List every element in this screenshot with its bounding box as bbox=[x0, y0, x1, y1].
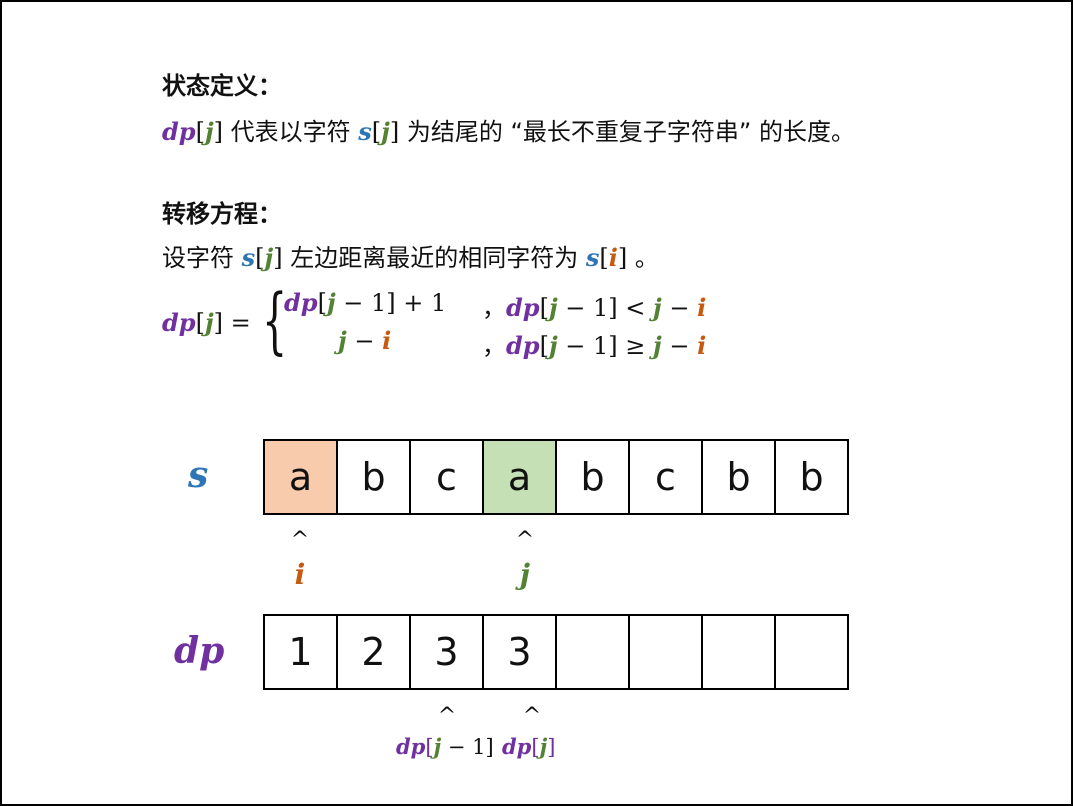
s-cell: a bbox=[482, 439, 557, 515]
cond-2-op: − 1] ≥ bbox=[557, 332, 653, 360]
dp-cell bbox=[701, 614, 776, 690]
dp-symbol: dp bbox=[162, 308, 196, 337]
j-pointer-label: j bbox=[519, 558, 531, 591]
pointer-caret: ^ bbox=[437, 704, 457, 729]
s-cell: a bbox=[263, 439, 338, 515]
comma: ， bbox=[482, 332, 506, 360]
dp-symbol: dp bbox=[162, 117, 196, 146]
index-suffix: ] bbox=[547, 735, 556, 759]
minus-sign: − bbox=[661, 332, 698, 360]
s-cell: c bbox=[409, 439, 484, 515]
dp-symbol: dp bbox=[506, 293, 540, 322]
case-1-condition: ，dp[j − 1] < j − i bbox=[482, 288, 706, 323]
dp-cell: 3 bbox=[409, 614, 484, 690]
case-1-expression: dp[j − 1] + 1 bbox=[284, 288, 446, 317]
i-pointer-label: i bbox=[294, 558, 306, 591]
minus-sign: − bbox=[346, 327, 383, 355]
formula-lhs: dp[j] = bbox=[162, 308, 251, 337]
cond-1-op: − 1] < bbox=[557, 294, 653, 322]
j-symbol: j bbox=[548, 331, 558, 360]
pointer-caret: ^ bbox=[515, 528, 535, 553]
dp-symbol: dp bbox=[506, 331, 540, 360]
s-row-label: s bbox=[188, 454, 209, 496]
transfer-equation-title: 转移方程： bbox=[162, 200, 282, 228]
j-symbol: j bbox=[326, 288, 336, 317]
bracket-open: [ bbox=[195, 309, 205, 337]
dp-symbol: dp bbox=[284, 288, 318, 317]
j-symbol: j bbox=[338, 326, 347, 355]
transfer-text-1: 设字符 bbox=[162, 244, 242, 272]
j-symbol: j bbox=[539, 734, 548, 759]
dp-cell: 3 bbox=[482, 614, 557, 690]
s-cell: b bbox=[774, 439, 849, 515]
dp-cell bbox=[774, 614, 849, 690]
bracket-open: [ bbox=[425, 735, 434, 759]
bracket-close: ] bbox=[389, 118, 400, 146]
pointer-caret: ^ bbox=[290, 528, 310, 553]
bracket-open: [ bbox=[531, 735, 540, 759]
j-symbol: j bbox=[548, 293, 558, 322]
case-1-tail: − 1] + 1 bbox=[335, 289, 447, 317]
bracket-open: [ bbox=[539, 294, 549, 322]
case-2-expression: j − i bbox=[338, 326, 391, 355]
bracket-close: ] bbox=[213, 118, 223, 146]
s-symbol: s bbox=[358, 117, 372, 146]
j-symbol: j bbox=[433, 734, 442, 759]
bracket-open: [ bbox=[371, 118, 382, 146]
transfer-text-2: 左边距离最近的相同字符为 bbox=[282, 244, 586, 272]
dp-cell: 2 bbox=[336, 614, 411, 690]
j-symbol: j bbox=[381, 117, 390, 146]
bracket-open: [ bbox=[599, 244, 609, 272]
dp-cell: 1 bbox=[263, 614, 338, 690]
bracket-close: ] bbox=[273, 244, 283, 272]
comma: ， bbox=[482, 294, 506, 322]
pointer-caret: ^ bbox=[522, 704, 542, 729]
state-definition-line: dp[j] 代表以字符 s[j] 为结尾的 “最长不重复子字符串” 的长度。 bbox=[162, 112, 855, 147]
dp-symbol: dp bbox=[396, 734, 426, 759]
i-symbol: i bbox=[608, 243, 618, 272]
j-symbol: j bbox=[264, 243, 274, 272]
j-symbol: j bbox=[204, 117, 214, 146]
bracket-open: [ bbox=[317, 289, 327, 317]
s-symbol: s bbox=[241, 243, 256, 272]
equals-sign: = bbox=[223, 309, 251, 337]
i-symbol: i bbox=[697, 331, 707, 360]
transfer-text-3: 。 bbox=[627, 244, 659, 272]
state-text-2: 为结尾的 “最长不重复子字符串” 的长度。 bbox=[399, 118, 855, 146]
recurrence-formula: dp[j] = { dp[j − 1] + 1 j − i ，dp[j − 1]… bbox=[162, 284, 762, 364]
dp-cell bbox=[628, 614, 703, 690]
case-2-condition: ，dp[j − 1] ≥ j − i bbox=[482, 326, 706, 361]
state-definition-title: 状态定义： bbox=[162, 72, 282, 100]
transfer-equation-line: 设字符 s[j] 左边距离最近的相同字符为 s[i] 。 bbox=[162, 238, 659, 273]
j-symbol: j bbox=[653, 331, 662, 360]
minus-sign: − bbox=[661, 294, 698, 322]
s-symbol: s bbox=[585, 243, 600, 272]
s-cell: b bbox=[336, 439, 411, 515]
j-symbol: j bbox=[204, 308, 214, 337]
dp-j-label: dp[j] bbox=[502, 734, 555, 759]
state-text-1: 代表以字符 bbox=[223, 118, 359, 146]
bracket-close: ] bbox=[617, 244, 628, 272]
dp-row-label: dp bbox=[174, 630, 225, 672]
j-symbol: j bbox=[653, 293, 662, 322]
s-cell: c bbox=[628, 439, 703, 515]
dp-j-minus-1-label: dp[j − 1] bbox=[396, 734, 494, 759]
s-cell: b bbox=[701, 439, 776, 515]
bracket-close: ] bbox=[213, 309, 223, 337]
bracket-open: [ bbox=[255, 244, 265, 272]
s-cell: b bbox=[555, 439, 630, 515]
bracket-open: [ bbox=[539, 332, 549, 360]
i-symbol: i bbox=[697, 293, 707, 322]
index-suffix: − 1] bbox=[441, 735, 494, 759]
left-brace: { bbox=[262, 278, 288, 362]
dp-cell bbox=[555, 614, 630, 690]
dp-symbol: dp bbox=[502, 734, 532, 759]
bracket-open: [ bbox=[195, 118, 205, 146]
i-symbol: i bbox=[382, 326, 392, 355]
